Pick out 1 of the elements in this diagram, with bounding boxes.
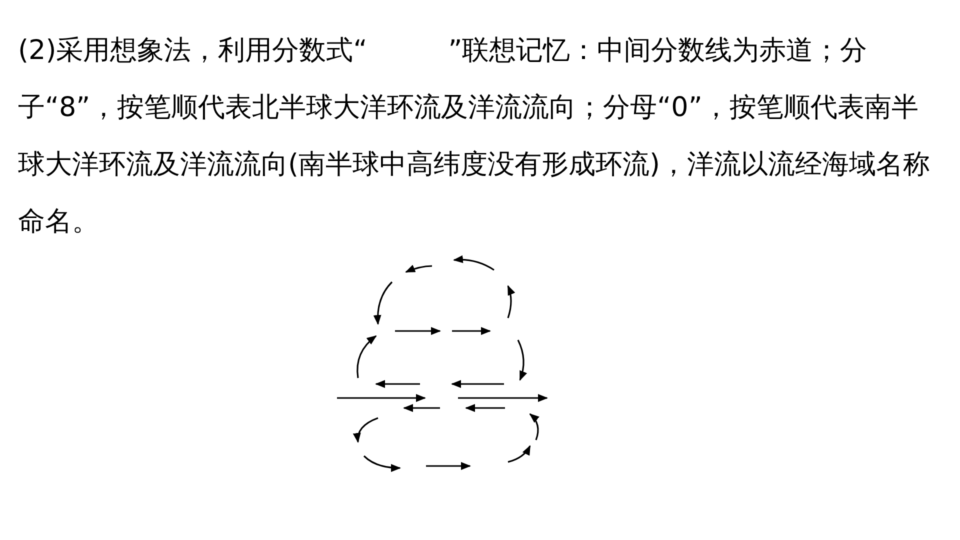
explanation-paragraph: (2)采用想象法，利用分数式“ ”联想记忆：中间分数线为赤道；分子“8”，按笔顺代表北半球大洋环流及洋流流向；分母“0”，按笔顺代表南半球大洋环流及洋流流向(南半球中高纬度没有形成环流)，洋流以流经海域名称命名。	[18, 34, 932, 239]
